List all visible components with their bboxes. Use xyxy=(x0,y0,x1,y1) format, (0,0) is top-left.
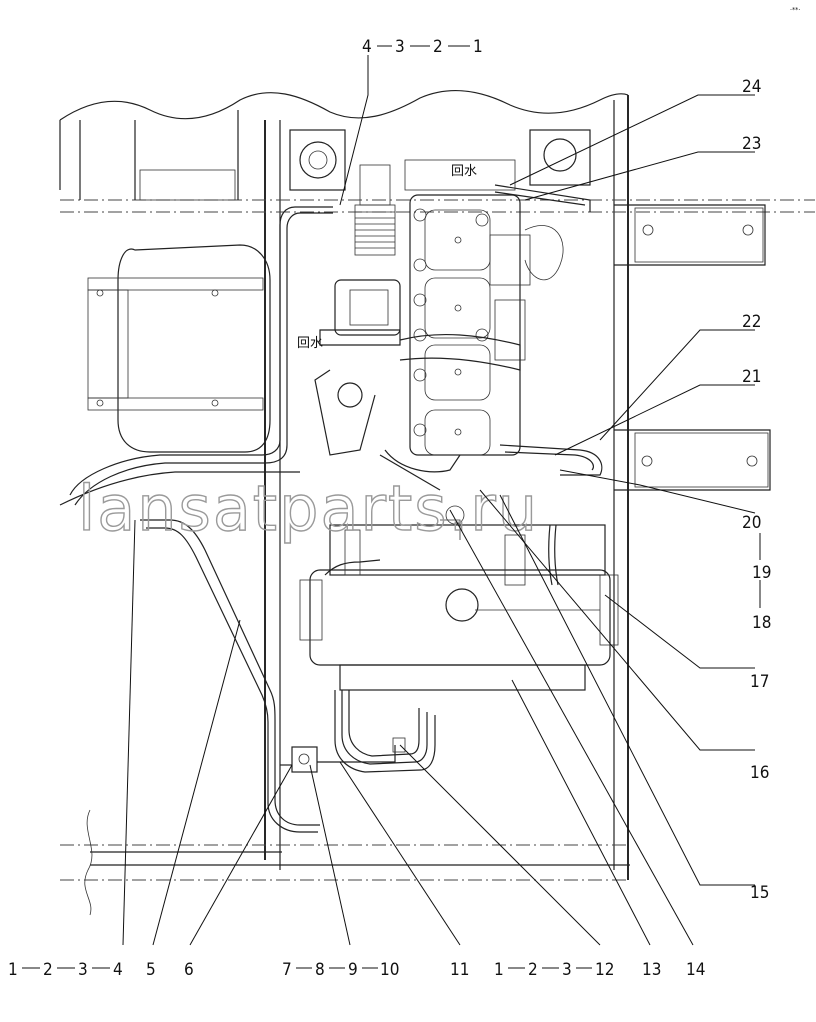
callout-20: 20 xyxy=(742,513,761,533)
callout-9: 9 xyxy=(348,960,358,980)
callout-17: 17 xyxy=(750,672,769,692)
callout-top-4: 4 xyxy=(362,37,372,57)
leader-lines xyxy=(122,55,761,946)
radiator-tank xyxy=(299,505,619,691)
callout-5: 5 xyxy=(146,960,156,980)
callout-23: 23 xyxy=(742,134,761,154)
callout-8: 8 xyxy=(315,960,325,980)
callout-11: 11 xyxy=(450,960,469,980)
callout-7: 7 xyxy=(282,960,292,980)
callout-bl-2: 2 xyxy=(43,960,53,980)
callout-top-3: 3 xyxy=(395,37,405,57)
turbo-bellows xyxy=(354,204,396,256)
callout-bl-3: 3 xyxy=(78,960,88,980)
callout-16: 16 xyxy=(750,763,769,783)
callout-13: 13 xyxy=(642,960,661,980)
callout-bl-1: 1 xyxy=(8,960,18,980)
callout-bl-4: 4 xyxy=(113,960,123,980)
callout-top-2: 2 xyxy=(433,37,443,57)
callout-6: 6 xyxy=(184,960,194,980)
chassis-frame xyxy=(59,89,815,916)
callout-10: 10 xyxy=(380,960,399,980)
callout-br-2: 2 xyxy=(528,960,538,980)
callout-24: 24 xyxy=(742,77,761,97)
callout-br-3: 3 xyxy=(562,960,572,980)
callout-19: 19 xyxy=(752,563,771,583)
watermark: lansatparts.ru xyxy=(78,472,539,545)
corner-mark: ·**· xyxy=(790,6,800,14)
callout-12: 12 xyxy=(595,960,614,980)
return-water-label-top: 回水 xyxy=(451,164,477,179)
engine-block xyxy=(289,129,591,491)
callout-br-1: 1 xyxy=(494,960,504,980)
callout-22: 22 xyxy=(742,312,761,332)
battery-box xyxy=(87,244,271,453)
callout-18: 18 xyxy=(752,613,771,633)
callout-14: 14 xyxy=(686,960,705,980)
callout-21: 21 xyxy=(742,367,761,387)
callouts: 4 3 2 1 24 23 22 21 20 19 18 17 16 15 1 … xyxy=(8,37,771,980)
pipework xyxy=(59,184,603,833)
return-water-label-left: 回水 xyxy=(297,336,323,351)
callout-top-1: 1 xyxy=(473,37,483,57)
callout-15: 15 xyxy=(750,883,769,903)
